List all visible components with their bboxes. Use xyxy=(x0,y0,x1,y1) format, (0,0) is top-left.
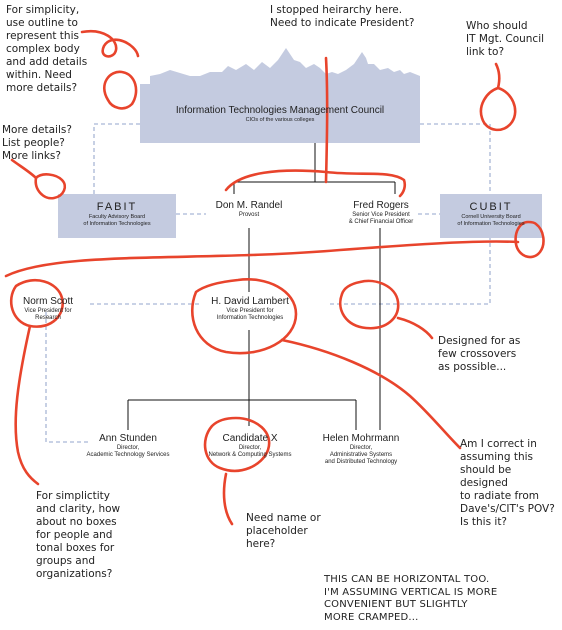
org-scott-name: Norm Scott xyxy=(22,296,73,307)
annotation-simplicity-boxes: For simplictity and clarity, how about n… xyxy=(36,490,121,580)
mark-council-left-circle xyxy=(102,70,138,110)
org-fabit-name: FABIT xyxy=(96,201,138,213)
annotation-radiate: Am I correct in assuming this should be … xyxy=(460,438,555,528)
org-mohrmann-title: Director, Administrative Systems and Dis… xyxy=(324,445,398,465)
mark-details-stroke xyxy=(10,158,38,180)
council-skyline-box xyxy=(140,48,420,143)
mark-hierarchy-stroke xyxy=(324,56,329,184)
org-stunden-title: Director, Academic Technology Services xyxy=(86,445,170,458)
mark-lambert-circle xyxy=(191,278,298,355)
org-cubit: CUBIT Cornell University Board of Inform… xyxy=(440,201,542,227)
annotation-placeholder: Need name or placeholder here? xyxy=(246,512,321,550)
mark-crossover-stroke xyxy=(396,316,434,340)
mark-council-right-circle xyxy=(479,86,517,132)
mark-scott-circle xyxy=(9,279,64,328)
mark-crossover-circle xyxy=(339,279,400,330)
org-lambert-title: Vice President for Information Technolog… xyxy=(216,308,284,321)
org-rogers: Fred Rogers Senior Vice President & Chie… xyxy=(326,200,436,226)
org-randel-title: Provost xyxy=(238,212,260,218)
org-randel-name: Don M. Randel xyxy=(215,200,283,211)
annotation-marks xyxy=(4,29,545,526)
mark-exec-bracket xyxy=(224,169,407,198)
org-scott-title: Vice President for Research xyxy=(24,308,72,321)
mark-details-circle xyxy=(34,173,67,200)
annotation-crossovers: Designed for as few crossovers as possib… xyxy=(438,335,521,373)
mark-outline-loop xyxy=(80,29,140,58)
org-council-title: CIOs of the various colleges xyxy=(245,117,315,123)
org-rogers-name: Fred Rogers xyxy=(353,200,409,211)
org-fabit: FABIT Faculty Advisory Board of Informat… xyxy=(58,201,176,227)
org-mohrmann-name: Helen Mohrmann xyxy=(322,433,400,444)
org-candidate-title: Director, Network & Computing Systems xyxy=(208,445,292,458)
annotation-hierarchy: I stopped heirarchy here. Need to indica… xyxy=(270,4,415,29)
cubit-box xyxy=(440,194,542,238)
hierarchy-connectors xyxy=(127,143,396,430)
annotation-council-link: Who should IT Mgt. Council link to? xyxy=(466,20,545,58)
dashed-links xyxy=(45,123,491,443)
annotation-simplicity-outline: For simplicity, use outline to represent… xyxy=(6,4,88,94)
org-scott: Norm Scott Vice President for Research xyxy=(6,296,90,322)
org-mohrmann: Helen Mohrmann Director, Administrative … xyxy=(306,433,416,466)
org-stunden-name: Ann Stunden xyxy=(99,433,157,444)
mark-scott-stroke xyxy=(14,324,40,486)
org-candidate-name: Candidate X xyxy=(222,433,278,444)
dashed-link-fabit-council xyxy=(93,123,140,194)
org-stunden: Ann Stunden Director, Academic Technolog… xyxy=(68,433,188,459)
org-fabit-title: Faculty Advisory Board of Information Te… xyxy=(83,214,151,227)
mark-cubit-circle xyxy=(514,220,545,259)
mark-candidate-stroke xyxy=(222,472,234,526)
mark-radiate-arc xyxy=(4,240,520,278)
mark-council-link-stroke xyxy=(494,62,501,90)
org-lambert: H. David Lambert Vice President for Info… xyxy=(190,296,310,322)
org-council: Information Technologies Management Coun… xyxy=(140,104,420,124)
org-cubit-title: Cornell University Board of Information … xyxy=(457,214,525,227)
annotation-horizontal: THIS CAN BE HORIZONTAL TOO. I'M ASSUMING… xyxy=(324,574,498,623)
fabit-box xyxy=(58,194,176,238)
org-randel: Don M. Randel Provost xyxy=(194,200,304,219)
dashed-link-scott-stunden xyxy=(45,312,90,443)
dashed-link-cubit-scott xyxy=(330,236,491,305)
org-rogers-title: Senior Vice President & Chief Financial … xyxy=(348,212,414,225)
org-lambert-name: H. David Lambert xyxy=(211,296,289,307)
org-cubit-name: CUBIT xyxy=(469,201,513,213)
mark-candidate-circle xyxy=(203,416,271,473)
dashed-link-council-cubit xyxy=(420,123,491,196)
annotation-more-details: More details? List people? More links? xyxy=(2,124,72,162)
org-candidate: Candidate X Director, Network & Computin… xyxy=(188,433,312,459)
org-council-name: Information Technologies Management Coun… xyxy=(175,105,385,116)
mark-radiate-stroke xyxy=(280,338,462,450)
